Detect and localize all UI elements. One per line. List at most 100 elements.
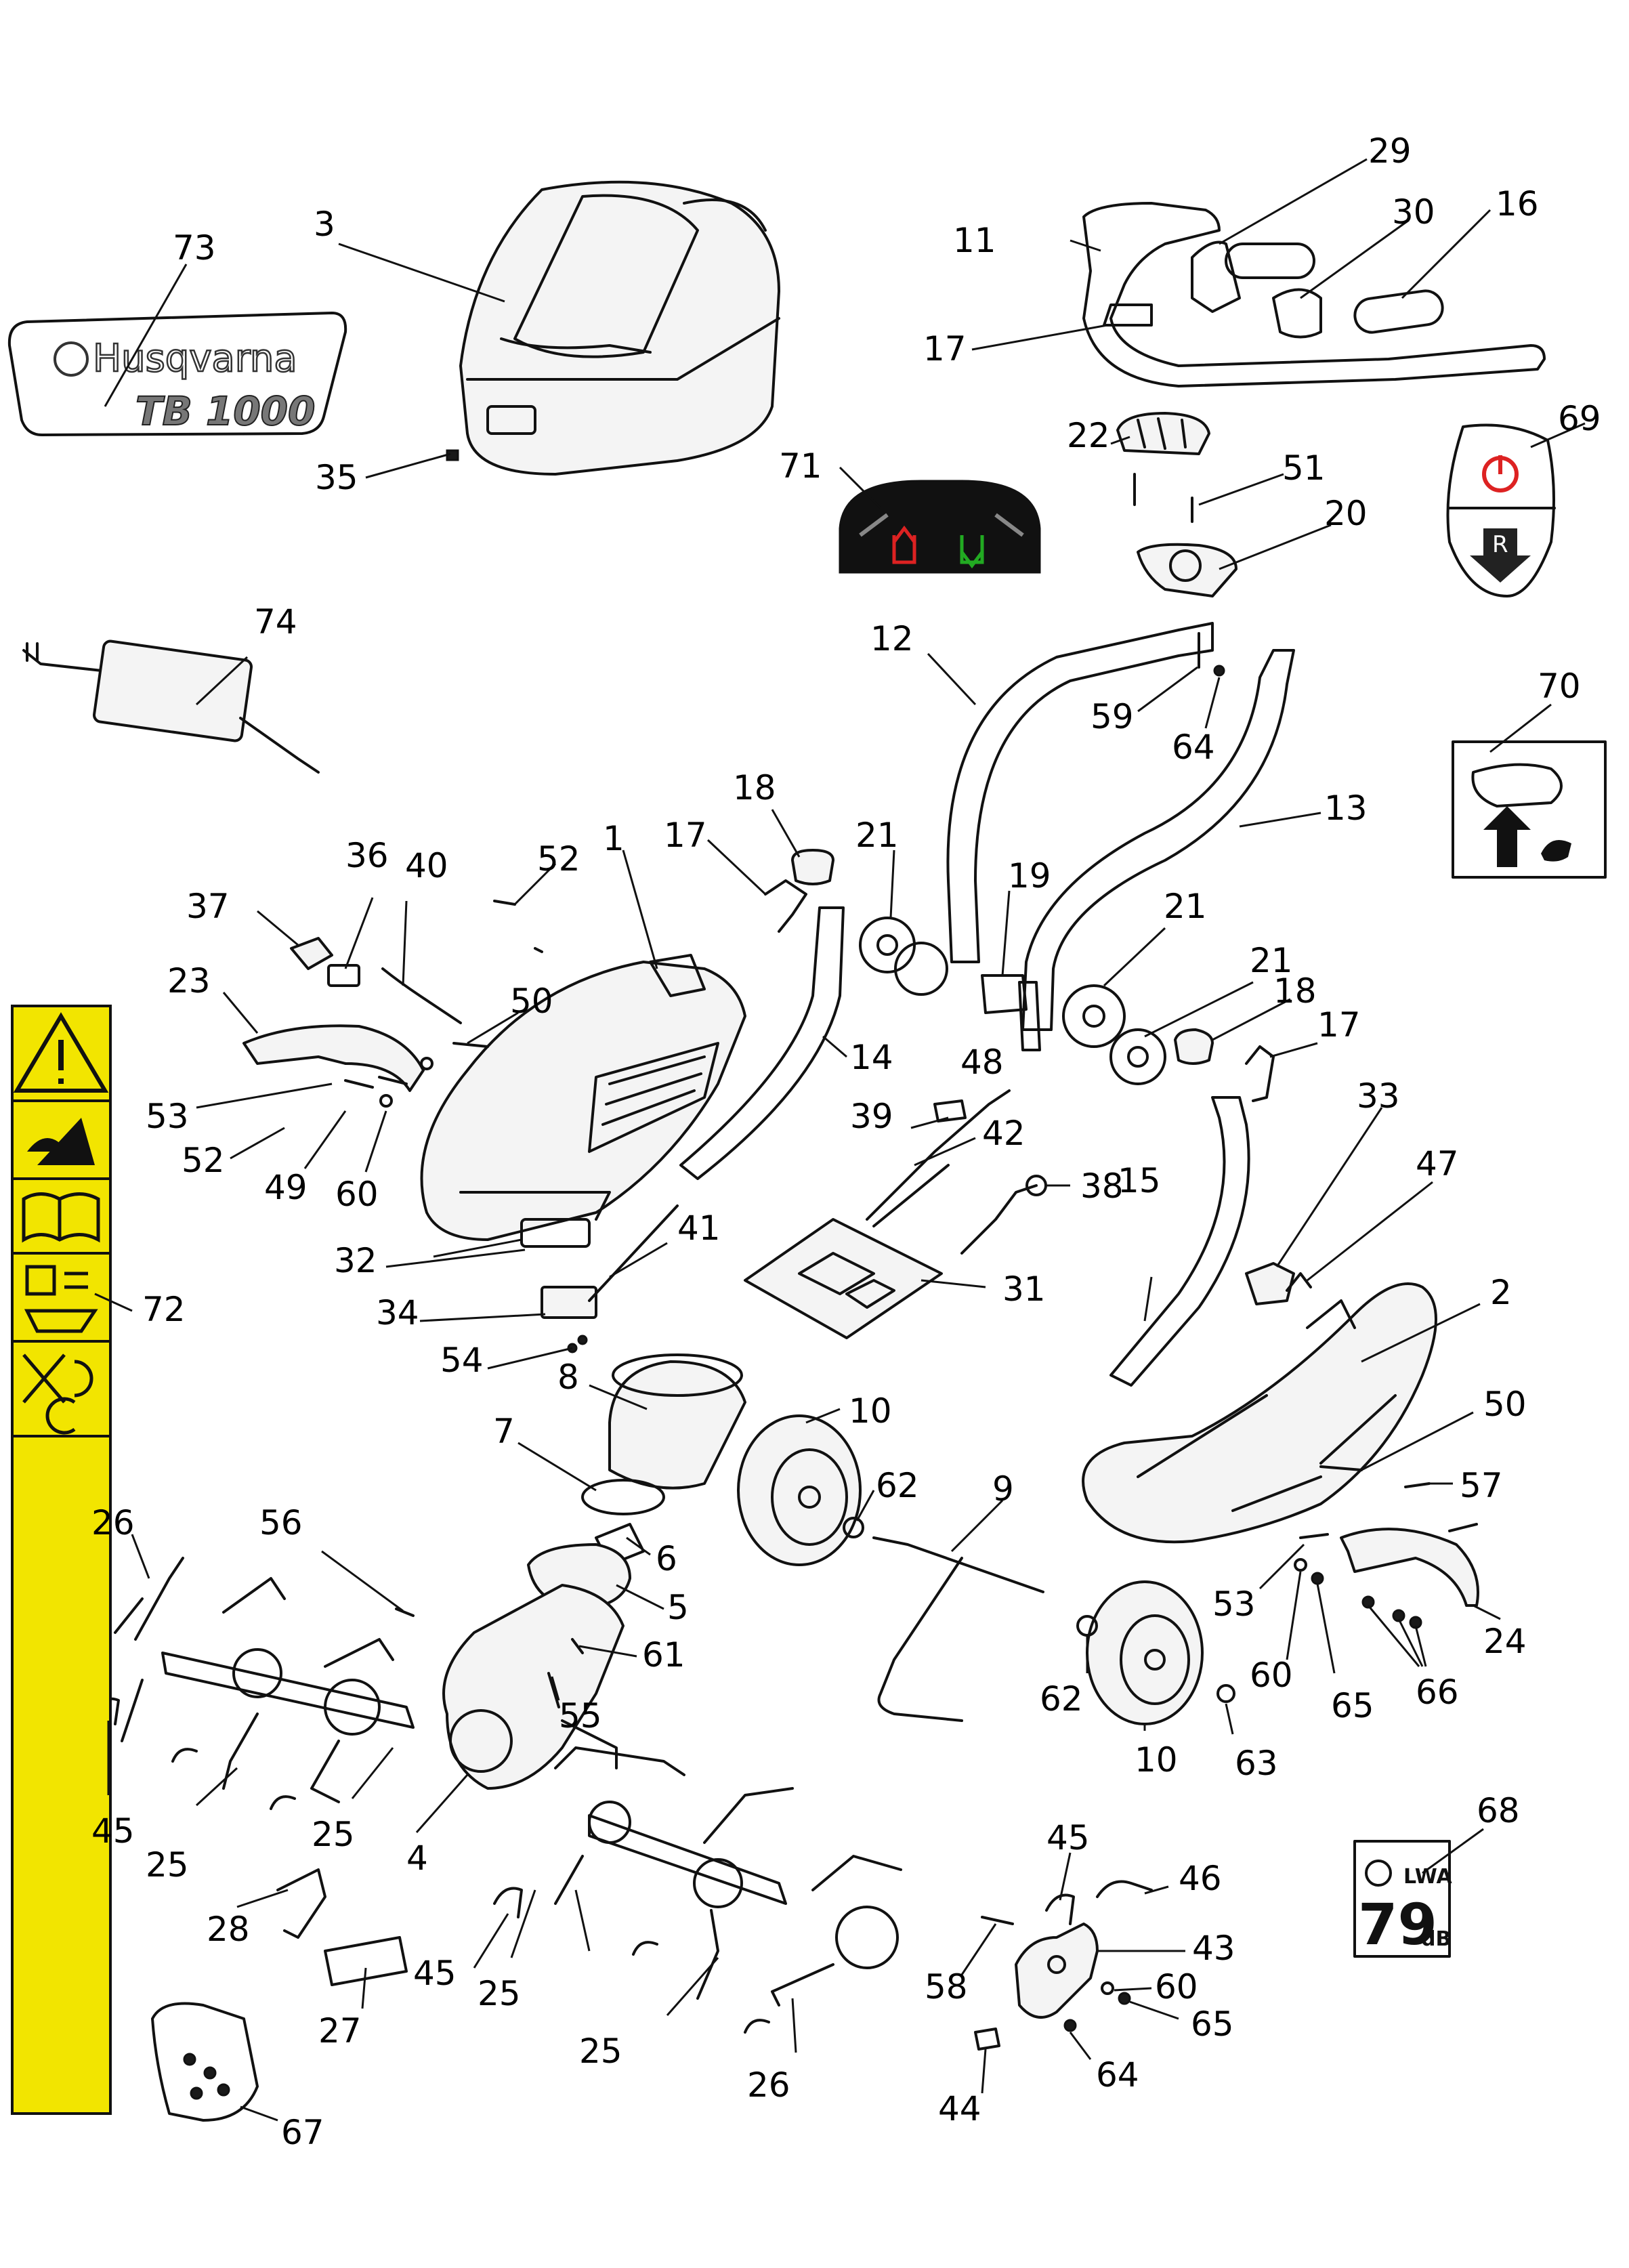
callout-17a: 17 (923, 329, 967, 369)
callout-64a: 64 (1172, 728, 1215, 767)
callout-30: 30 (1392, 192, 1435, 232)
callout-69: 69 (1558, 399, 1601, 438)
callout-25d: 25 (579, 2032, 622, 2071)
callout-labels: 1 2 3 4 5 6 7 8 9 10 10 11 12 13 14 15 1… (91, 131, 1601, 2152)
nut-64b (1063, 2019, 1077, 2032)
chassis-housing-1 (420, 954, 746, 1241)
tine-assembly-right (554, 1746, 902, 2007)
callout-68: 68 (1477, 1791, 1520, 1830)
callout-33: 33 (1357, 1076, 1400, 1116)
callout-37: 37 (186, 887, 230, 926)
callout-38: 38 (1080, 1167, 1124, 1206)
nut-64 (1213, 665, 1225, 677)
screw-49 (344, 1079, 374, 1089)
clip-misc-4 (744, 2019, 770, 2034)
washer-60c (1294, 1558, 1307, 1572)
callout-35: 35 (315, 458, 358, 497)
callout-21a: 21 (855, 816, 899, 855)
motor-hood (459, 180, 780, 476)
knob-18b (1174, 1028, 1214, 1065)
callout-21c: 21 (1250, 941, 1293, 980)
screw-50c (1319, 1465, 1363, 1471)
warning-label-strip (11, 1005, 112, 2115)
cable-38 (960, 1184, 1038, 1255)
callout-65b: 65 (1191, 2004, 1234, 2044)
decal-brand-text: Husqvarna (93, 337, 297, 381)
callout-2: 2 (1490, 1273, 1512, 1312)
screw-56 (395, 1608, 415, 1617)
callout-64b: 64 (1096, 2055, 1139, 2095)
callout-51: 51 (1282, 448, 1326, 488)
blade-27 (324, 1936, 408, 1986)
callout-53a: 53 (146, 1097, 189, 1136)
hitch-plate-43 (1015, 1923, 1099, 2019)
washer-62a (843, 1517, 864, 1538)
speaker-icon (1365, 1860, 1392, 1887)
callout-73: 73 (173, 228, 216, 268)
clip-45b (493, 1887, 523, 1918)
callout-46: 46 (1179, 1859, 1222, 1898)
switch-37 (290, 937, 333, 970)
callout-60c: 60 (1155, 1967, 1198, 2007)
callout-17b: 17 (664, 816, 707, 855)
tube-48 (1018, 981, 1041, 1051)
wheel-10a (737, 1414, 862, 1566)
callout-62a: 62 (876, 1466, 919, 1505)
callout-65a: 65 (1331, 1686, 1374, 1725)
callout-47: 47 (1416, 1144, 1459, 1183)
washer-60d (1101, 1981, 1114, 1995)
screw-50b (378, 1076, 408, 1085)
blade-28 (276, 1868, 326, 1939)
callout-26a: 26 (91, 1503, 135, 1542)
up-arrow-icon (1483, 806, 1531, 867)
rabbit-icon (1541, 840, 1571, 862)
mud-flap-23 (242, 1024, 425, 1092)
clip-misc-2 (270, 1795, 296, 1810)
wiring-42 (866, 1089, 1011, 1227)
callout-45b: 45 (413, 1954, 457, 1993)
rotating-tines-icon (27, 1118, 95, 1165)
callout-12: 12 (870, 619, 914, 658)
callout-6: 6 (656, 1539, 677, 1578)
connector-34 (541, 1286, 597, 1319)
callout-10a: 10 (849, 1391, 892, 1431)
screw-55 (547, 1672, 560, 1708)
handle-tube-13 (1021, 649, 1295, 1031)
callout-4: 4 (406, 1839, 428, 1878)
callout-50a: 50 (510, 982, 553, 1021)
handle-clamp-20 (1137, 543, 1237, 597)
callout-72: 72 (142, 1290, 186, 1329)
screw-54b (577, 1335, 588, 1345)
handle-clamp-22 (1116, 412, 1210, 455)
callout-44: 44 (938, 2089, 981, 2128)
switch-33 (1245, 1262, 1295, 1305)
callout-31: 31 (1002, 1269, 1046, 1309)
washer-60a (420, 1057, 433, 1070)
cam-wheel-21a (859, 917, 948, 996)
pin-61 (571, 1638, 584, 1654)
bracket-19 (981, 974, 1028, 1014)
callout-57: 57 (1460, 1466, 1503, 1505)
wheel-10b (1086, 1580, 1204, 1725)
gasket-7 (581, 1479, 665, 1515)
callout-19: 19 (1008, 856, 1051, 896)
callout-29: 29 (1368, 131, 1412, 171)
callout-43: 43 (1192, 1929, 1235, 1968)
callout-70: 70 (1538, 667, 1581, 706)
callout-71: 71 (779, 446, 822, 486)
callout-20: 20 (1324, 494, 1368, 533)
reverse-label-text: R (1492, 531, 1508, 558)
knob-18a (791, 849, 834, 885)
wire-41 (588, 1204, 679, 1302)
clip-17b (1245, 1045, 1275, 1102)
callout-10b: 10 (1135, 1740, 1178, 1780)
husqvarna-decal: Husqvarna TB 1000 (7, 312, 347, 436)
callout-41: 41 (677, 1209, 721, 1248)
clip-misc-1 (171, 1748, 198, 1763)
callout-9: 9 (992, 1469, 1014, 1509)
callout-22: 22 (1067, 416, 1110, 455)
warning-triangle-icon (13, 1012, 109, 1093)
mud-flap-24 (1340, 1528, 1479, 1607)
callout-45a: 45 (91, 1811, 135, 1851)
connector-39 (933, 1099, 967, 1122)
